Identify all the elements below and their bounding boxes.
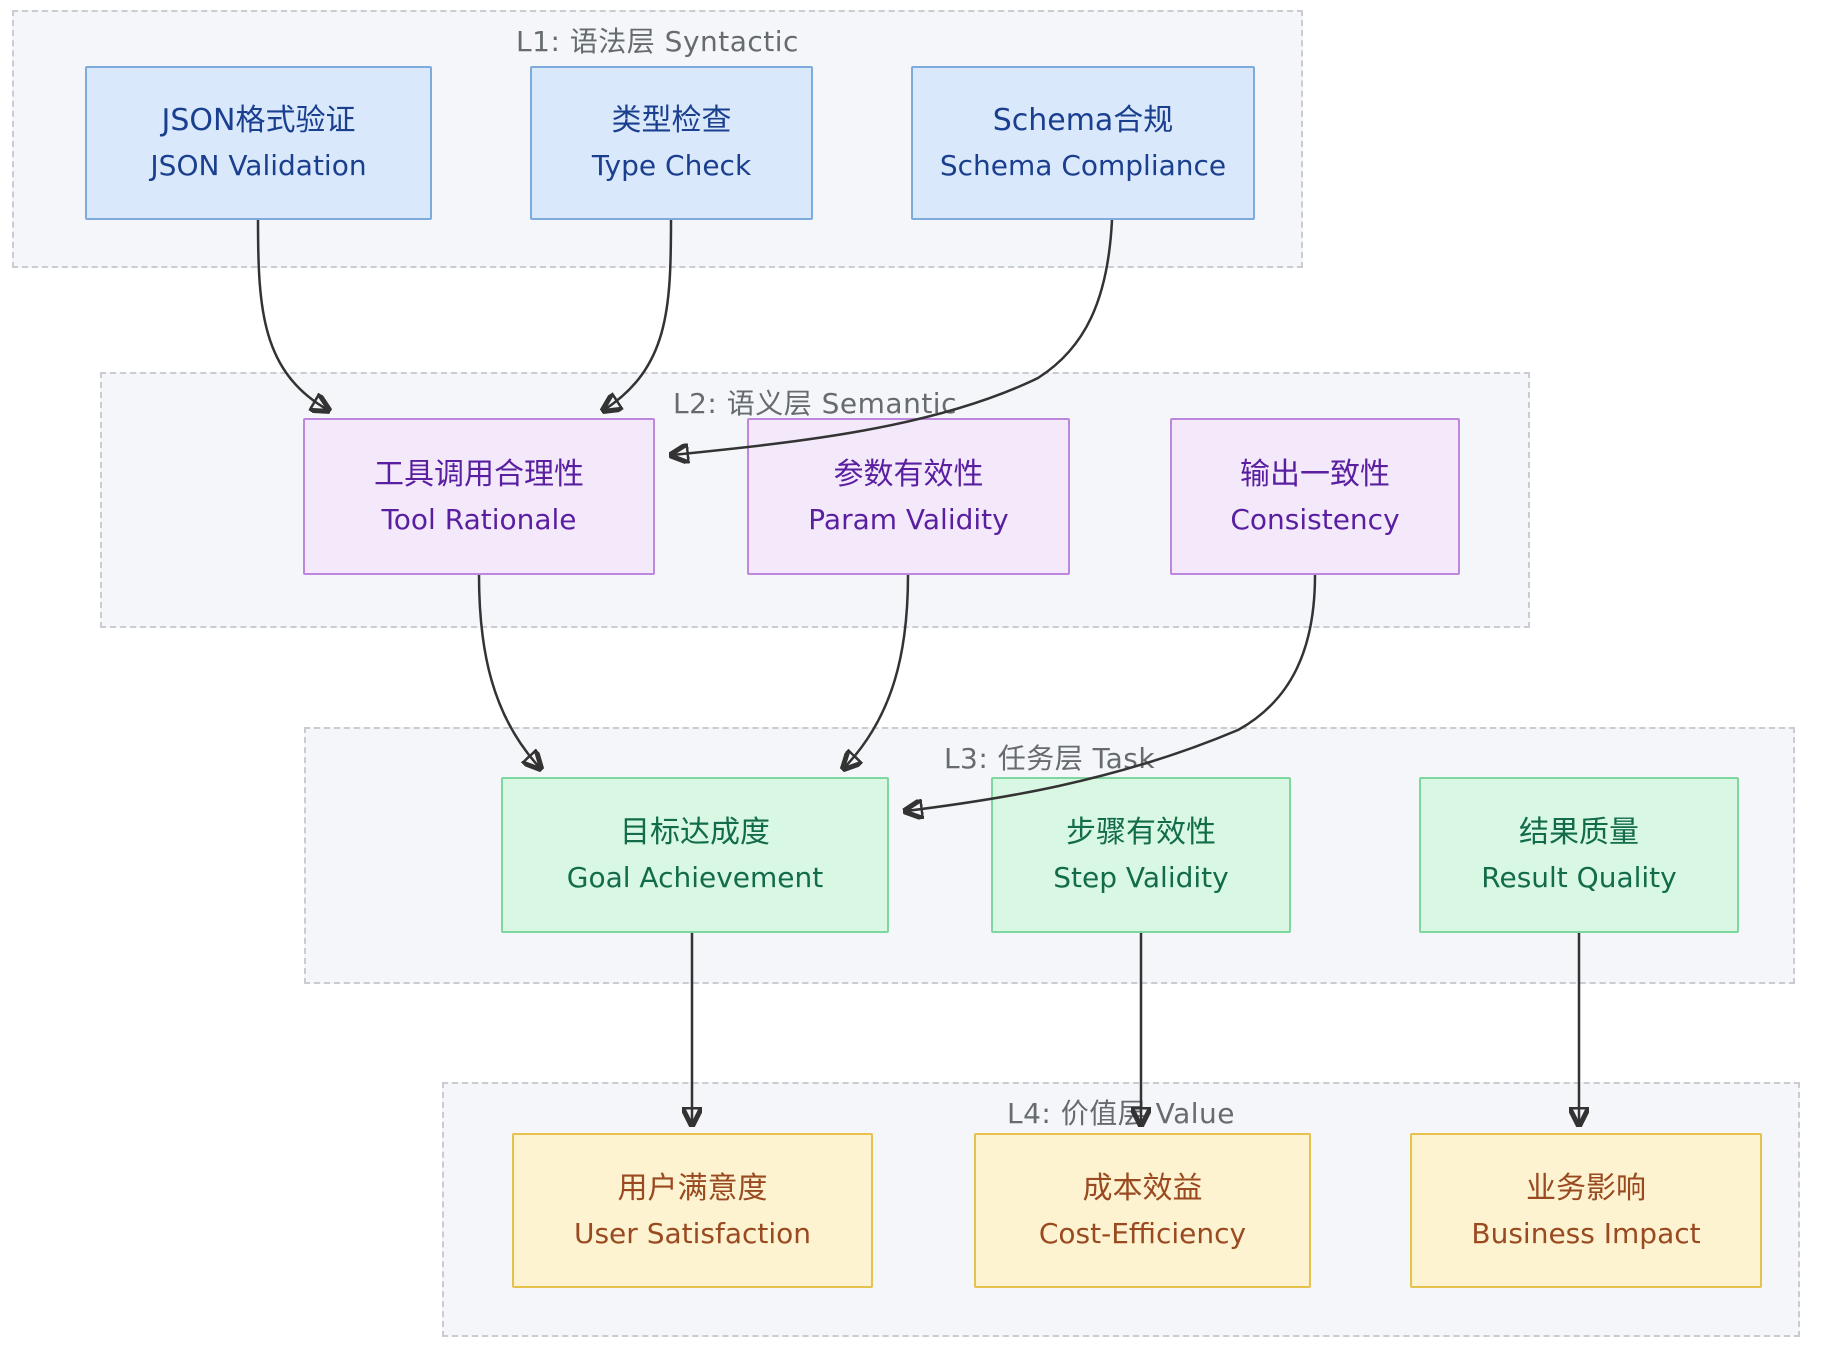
node-schema-compliance-en: Schema Compliance	[939, 149, 1227, 182]
node-param-validity-zh: 参数有效性	[833, 456, 984, 492]
cluster-l2-title: L2: 语义层 Semantic	[673, 387, 957, 420]
node-step-validity-zh: 步骤有效性	[1066, 815, 1216, 850]
node-cost-efficiency: 成本效益 Cost-Efficiency	[974, 1133, 1311, 1288]
node-result-quality-zh: 结果质量	[1519, 815, 1639, 850]
node-json-validation: JSON格式验证 JSON Validation	[85, 66, 432, 220]
node-type-check: 类型检查 Type Check	[530, 66, 813, 220]
node-type-check-en: Type Check	[591, 149, 752, 182]
node-cost-efficiency-zh: 成本效益	[1082, 1170, 1203, 1206]
node-consistency: 输出一致性 Consistency	[1170, 418, 1460, 575]
cluster-l1-title: L1: 语法层 Syntactic	[516, 25, 799, 58]
node-goal-achievement-zh: 目标达成度	[620, 815, 770, 850]
node-consistency-zh: 输出一致性	[1240, 456, 1390, 492]
cluster-l4-title: L4: 价值层 Value	[1006, 1097, 1236, 1130]
node-user-satisfaction: 用户满意度 User Satisfaction	[512, 1133, 873, 1288]
node-param-validity: 参数有效性 Param Validity	[747, 418, 1070, 575]
node-user-satisfaction-en: User Satisfaction	[573, 1216, 812, 1250]
node-goal-achievement: 目标达成度 Goal Achievement	[501, 777, 889, 933]
node-type-check-zh: 类型检查	[611, 103, 732, 138]
node-json-validation-en: JSON Validation	[150, 149, 367, 182]
node-schema-compliance: Schema合规 Schema Compliance	[911, 66, 1255, 220]
node-result-quality-en: Result Quality	[1481, 861, 1677, 894]
node-user-satisfaction-zh: 用户满意度	[617, 1170, 768, 1206]
node-schema-compliance-zh: Schema合规	[992, 103, 1174, 138]
node-result-quality: 结果质量 Result Quality	[1419, 777, 1739, 933]
node-business-impact-en: Business Impact	[1471, 1216, 1701, 1250]
node-goal-achievement-en: Goal Achievement	[566, 861, 824, 894]
node-tool-rationale-zh: 工具调用合理性	[374, 456, 584, 492]
cluster-l3-title: L3: 任务层 Task	[943, 742, 1156, 775]
node-consistency-en: Consistency	[1230, 502, 1400, 536]
node-step-validity: 步骤有效性 Step Validity	[991, 777, 1291, 933]
node-business-impact: 业务影响 Business Impact	[1410, 1133, 1762, 1288]
node-json-validation-zh: JSON格式验证	[161, 103, 356, 138]
node-business-impact-zh: 业务影响	[1526, 1170, 1646, 1206]
node-tool-rationale-en: Tool Rationale	[381, 502, 577, 536]
node-tool-rationale: 工具调用合理性 Tool Rationale	[303, 418, 655, 575]
node-param-validity-en: Param Validity	[808, 502, 1009, 536]
node-cost-efficiency-en: Cost-Efficiency	[1038, 1216, 1247, 1250]
node-step-validity-en: Step Validity	[1053, 861, 1229, 894]
